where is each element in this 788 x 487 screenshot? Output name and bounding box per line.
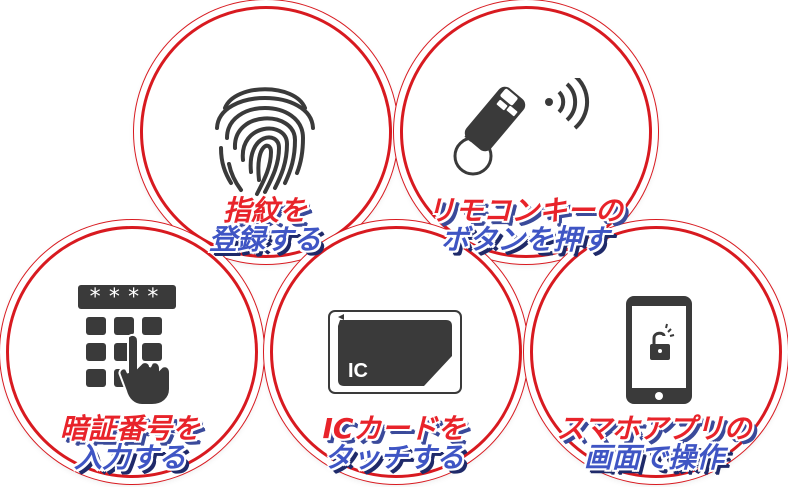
app-label-line2: 画面で操作 — [583, 441, 724, 475]
ic-card-icon: IC — [328, 310, 462, 394]
ic-label: ICカードを タッチする — [294, 414, 494, 473]
app-label-line1: スマホアプリの — [556, 412, 752, 445]
ic-label-line2: タッチする — [323, 441, 464, 475]
pin-label-line2: 入力する — [73, 441, 186, 475]
hand-pointer-icon — [118, 333, 171, 406]
smartphone-lock-icon — [626, 296, 692, 404]
fingerprint-label-line1: 指紋を — [222, 194, 307, 227]
remote-label-line2: ボタンを押す — [440, 223, 609, 257]
pin-label-line1: 暗証番号を — [59, 412, 200, 445]
fingerprint-icon — [215, 87, 315, 196]
app-label: スマホアプリの 画面で操作 — [534, 414, 774, 473]
fingerprint-circle — [140, 6, 392, 258]
pin-display: **** — [78, 285, 176, 310]
remote-label: リモコンキーの ボタンを押す — [400, 196, 650, 255]
keypad-icon: **** — [78, 285, 178, 406]
fingerprint-label: 指紋を 登録する — [190, 196, 340, 255]
ic-card-label: IC — [348, 360, 368, 382]
remote-circle — [400, 6, 652, 258]
pin-label: 暗証番号を 入力する — [30, 414, 230, 473]
remote-label-line1: リモコンキーの — [426, 194, 623, 227]
ic-label-line1: ICカードを — [322, 412, 466, 445]
fingerprint-label-line2: 登録する — [208, 223, 321, 257]
remote-key-icon — [453, 78, 590, 176]
